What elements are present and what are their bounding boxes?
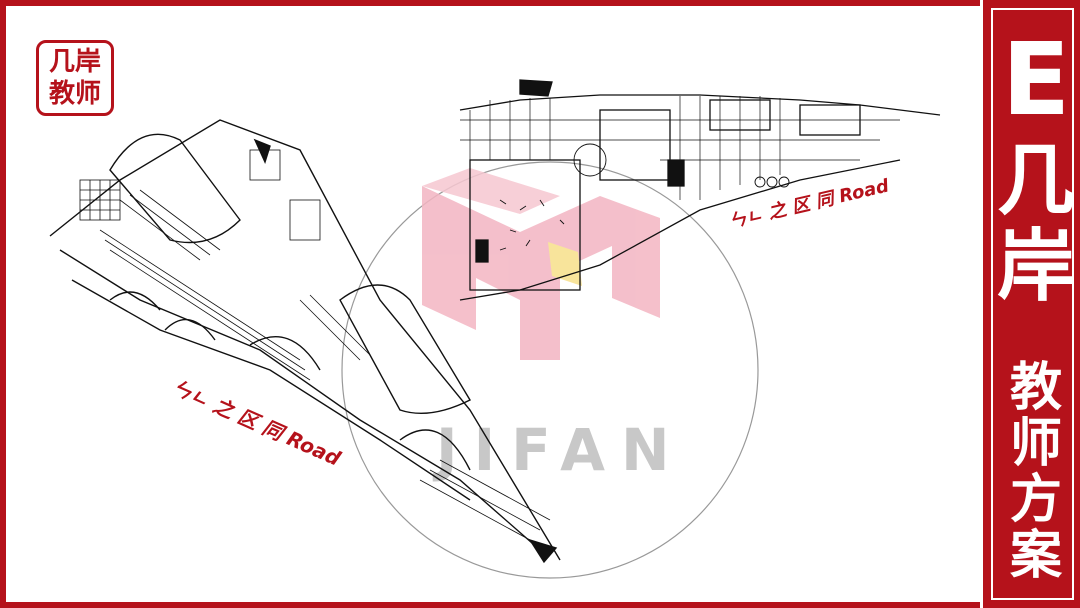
sidebar-char-2: 岸 — [996, 222, 1075, 312]
left-sketch-label: ㄣㄴ 之 区 同 Road — [168, 375, 345, 471]
sidebar-subtitle-4: 案 — [1009, 526, 1062, 586]
logo-line-1: 几岸 — [48, 47, 101, 77]
sidebar-char-1: 几 — [996, 136, 1075, 226]
architecture-sketch: JIFAN — [49, 79, 941, 579]
sidebar-subtitle-3: 方 — [1009, 470, 1062, 530]
right-sketch-label: ㄣㄴ 之 区 同 Road — [726, 175, 892, 233]
left-building-sketch — [49, 119, 561, 564]
right-plan-sketch — [459, 79, 941, 301]
watermark-house-icon — [422, 168, 660, 360]
sidebar-subtitle-2: 师 — [1009, 414, 1062, 474]
sketch-circle — [341, 161, 759, 579]
sidebar-subtitle-1: 教 — [1009, 358, 1062, 418]
title-sidebar: E 几 岸 教 师 方 案 — [980, 0, 1080, 608]
logo-line-2: 教师 — [48, 79, 101, 109]
watermark-text: JIFAN — [432, 416, 686, 484]
sidebar-letter: E — [1001, 21, 1071, 138]
sidebar-border: E 几 岸 教 师 方 案 — [991, 8, 1075, 600]
brand-logo: 几岸 教师 — [36, 40, 114, 116]
